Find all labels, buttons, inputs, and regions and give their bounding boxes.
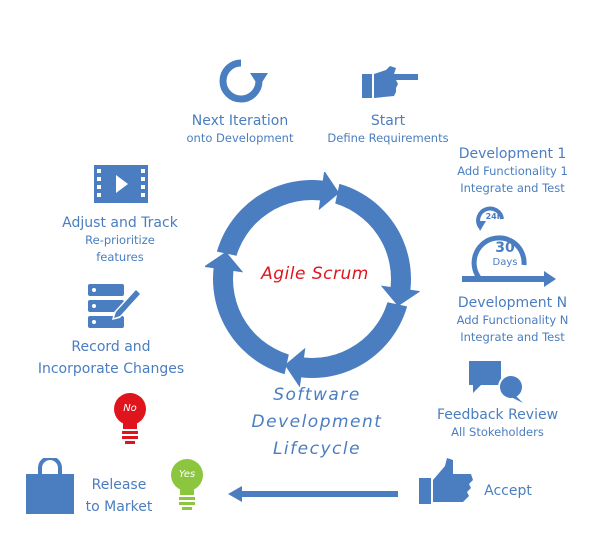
shopping-bag-icon — [24, 458, 76, 516]
record-label: Record and Incorporate Changes — [22, 336, 200, 380]
dev1-title: Development 1 — [458, 146, 567, 162]
sprint-cycle-icon: 24h 30 Days — [458, 205, 558, 293]
adjust-sub1: Re-prioritize — [85, 233, 155, 247]
dev1-label: Development 1 Add Functionality 1 Integr… — [440, 145, 585, 197]
server-edit-icon — [86, 282, 144, 334]
video-film-icon — [92, 163, 150, 205]
next-iteration-label: Next Iteration onto Development — [170, 112, 310, 147]
lifecycle-line3: Lifecycle — [272, 439, 362, 459]
sprint-days-label: Days — [492, 257, 518, 268]
chat-bubbles-icon — [467, 359, 527, 405]
feedback-sub: All Stokeholders — [451, 425, 544, 439]
return-arrow-icon — [228, 486, 400, 502]
center-title: Agile Scrum — [261, 264, 369, 284]
devN-sub1: Add Functionality N — [456, 313, 569, 327]
start-sub: Define Requirements — [327, 131, 449, 145]
devN-sub2: Integrate and Test — [460, 330, 565, 344]
lifecycle-line2: Development — [251, 412, 383, 432]
release-line2: to Market — [85, 499, 153, 515]
thumbs-up-icon — [417, 458, 475, 506]
accept-label: Accept — [484, 483, 532, 499]
start-label: Start Define Requirements — [318, 112, 458, 147]
dev1-sub1: Add Functionality 1 — [457, 164, 568, 178]
devN-title: Development N — [457, 295, 568, 311]
lightbulb-red-icon: No — [110, 392, 150, 450]
next-iteration-title: Next Iteration — [191, 113, 289, 129]
dev1-sub2: Integrate and Test — [460, 181, 565, 195]
sprint-days-num: 30 — [495, 240, 515, 256]
adjust-title: Adjust and Track — [62, 215, 178, 231]
lifecycle-line1: Software — [273, 385, 361, 405]
scrum-cycle-ring — [205, 172, 420, 387]
lightbulb-green-icon: Yes — [168, 458, 208, 516]
no-label: No — [123, 403, 137, 414]
record-line2: Incorporate Changes — [37, 361, 185, 377]
refresh-icon — [212, 57, 270, 105]
adjust-label: Adjust and Track Re-prioritize features — [50, 214, 190, 266]
release-label: Release to Market — [78, 474, 160, 518]
adjust-sub2: features — [96, 250, 144, 264]
devN-label: Development N Add Functionality N Integr… — [440, 294, 585, 346]
feedback-label: Feedback Review All Stokeholders — [425, 406, 570, 441]
pointing-hand-icon — [360, 62, 420, 104]
lifecycle-label: Software Development Lifecycle — [232, 382, 402, 463]
release-line1: Release — [91, 477, 147, 493]
sprint-hours: 24h — [485, 212, 503, 221]
start-title: Start — [370, 113, 406, 129]
feedback-title: Feedback Review — [436, 407, 559, 423]
next-iteration-sub: onto Development — [186, 131, 294, 145]
record-line1: Record and — [71, 339, 151, 355]
yes-label: Yes — [178, 469, 196, 480]
